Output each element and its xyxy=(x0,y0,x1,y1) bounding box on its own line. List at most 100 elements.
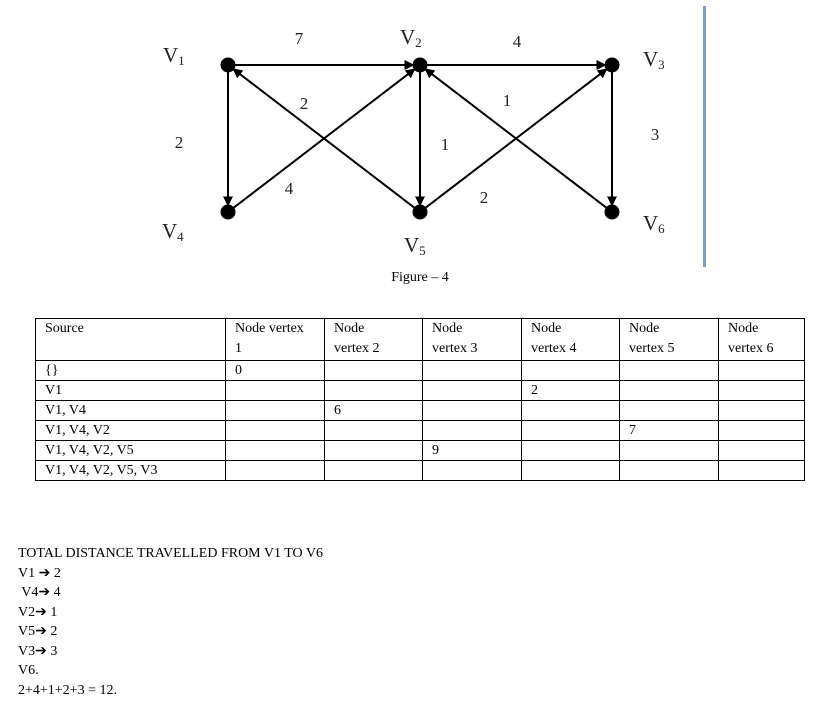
table-cell: 9 xyxy=(422,440,522,461)
table-cell xyxy=(521,360,620,381)
table-cell xyxy=(422,460,522,481)
header-line: 1 xyxy=(235,341,242,356)
node-label: V6 xyxy=(643,211,665,236)
node-label: V5 xyxy=(404,233,426,258)
table-cell xyxy=(521,460,620,481)
edge-weights: 7 4 2 2 4 1 1 2 3 xyxy=(175,29,660,207)
table-cell: V1, V4 xyxy=(35,400,226,421)
table-row: {}0 xyxy=(35,360,805,381)
table-cell xyxy=(619,460,719,481)
table-header-cell: Source xyxy=(35,318,226,361)
table-cell xyxy=(718,400,805,421)
edge-weight: 7 xyxy=(295,29,304,48)
edge-weight: 1 xyxy=(503,91,512,110)
node-label-subscript: 3 xyxy=(658,57,665,72)
notes-line: V4➔ 4 xyxy=(18,585,61,600)
table-cell xyxy=(718,360,805,381)
table-cell: 6 xyxy=(324,400,423,421)
node-label: V3 xyxy=(643,47,665,72)
table-header-cell: Node vertex 5 xyxy=(619,318,719,361)
edge-weight: 2 xyxy=(300,94,309,113)
table-cell xyxy=(718,380,805,401)
header-line: Node vertex xyxy=(235,321,304,336)
edge-weight: 1 xyxy=(441,135,450,154)
node-label-letter: V xyxy=(400,25,415,49)
node-label: V2 xyxy=(400,25,422,50)
header-line: vertex 2 xyxy=(334,341,380,356)
header-line: Source xyxy=(45,321,84,336)
edge-weight: 3 xyxy=(651,125,660,144)
node-label-letter: V xyxy=(643,211,658,235)
table-cell xyxy=(718,420,805,441)
node-v1 xyxy=(220,57,236,73)
node-label: V1 xyxy=(163,43,185,68)
header-line: vertex 5 xyxy=(629,341,675,356)
node-label-subscript: 1 xyxy=(178,53,185,68)
table-cell xyxy=(324,440,423,461)
header-line: Node xyxy=(334,321,365,336)
node-label-letter: V xyxy=(404,233,419,257)
edge-weight: 4 xyxy=(513,32,522,51)
notes-line: V2➔ 1 xyxy=(18,604,58,620)
node-v3 xyxy=(604,57,620,73)
table-header-cell: Node vertex 6 xyxy=(718,318,805,361)
table-cell: V1, V4, V2 xyxy=(35,420,226,441)
notes-line: 2+4+1+2+3 = 12. xyxy=(18,682,117,698)
node-label-subscript: 2 xyxy=(415,35,422,50)
nodes xyxy=(220,57,620,220)
table-cell xyxy=(225,460,325,481)
table-cell xyxy=(422,360,522,381)
table-row: V1, V4 6 xyxy=(35,400,805,421)
node-label-letter: V xyxy=(643,47,658,71)
edge-v5-v3 xyxy=(424,68,608,209)
table-cell xyxy=(225,400,325,421)
table-header-cell: Node vertex 1 xyxy=(225,318,325,361)
node-v2 xyxy=(412,57,428,73)
node-label-letter: V xyxy=(162,219,177,243)
table-cell xyxy=(619,380,719,401)
table-cell xyxy=(521,400,620,421)
edge-weight: 4 xyxy=(285,179,294,198)
table-cell xyxy=(619,360,719,381)
table-cell: 2 xyxy=(521,380,620,401)
header-line: vertex 4 xyxy=(531,341,577,356)
node-label: V4 xyxy=(162,219,184,244)
table-cell xyxy=(324,360,423,381)
table-cell: 0 xyxy=(225,360,325,381)
notes-line: V6. xyxy=(18,663,39,678)
header-line: Node xyxy=(629,321,660,336)
table-row: V1, V4, V2, V5, V3 xyxy=(35,460,805,481)
table-cell xyxy=(324,380,423,401)
header-line: vertex 6 xyxy=(728,341,774,356)
node-label-subscript: 6 xyxy=(658,221,665,236)
table-cell xyxy=(225,420,325,441)
table-cell: {} xyxy=(35,360,226,381)
table-cell: V1 xyxy=(35,380,226,401)
notes-line: V3➔ 3 xyxy=(18,643,58,659)
node-label-letter: V xyxy=(163,43,178,67)
table-cell xyxy=(718,460,805,481)
notes-line: V1 ➔ 2 xyxy=(18,565,61,581)
header-line: Node xyxy=(728,321,759,336)
table-header-cell: Node vertex 2 xyxy=(324,318,423,361)
header-line: Node xyxy=(432,321,463,336)
table-cell: V1, V4, V2, V5, V3 xyxy=(35,460,226,481)
table-cell xyxy=(619,440,719,461)
table-cell xyxy=(422,400,522,421)
node-v4 xyxy=(220,204,236,220)
edge-weight: 2 xyxy=(175,133,184,152)
table-cell xyxy=(521,440,620,461)
edge-weight: 2 xyxy=(480,188,489,207)
table-cell xyxy=(422,380,522,401)
node-label-subscript: 5 xyxy=(419,243,426,258)
table-cell xyxy=(718,440,805,461)
node-v5 xyxy=(412,204,428,220)
